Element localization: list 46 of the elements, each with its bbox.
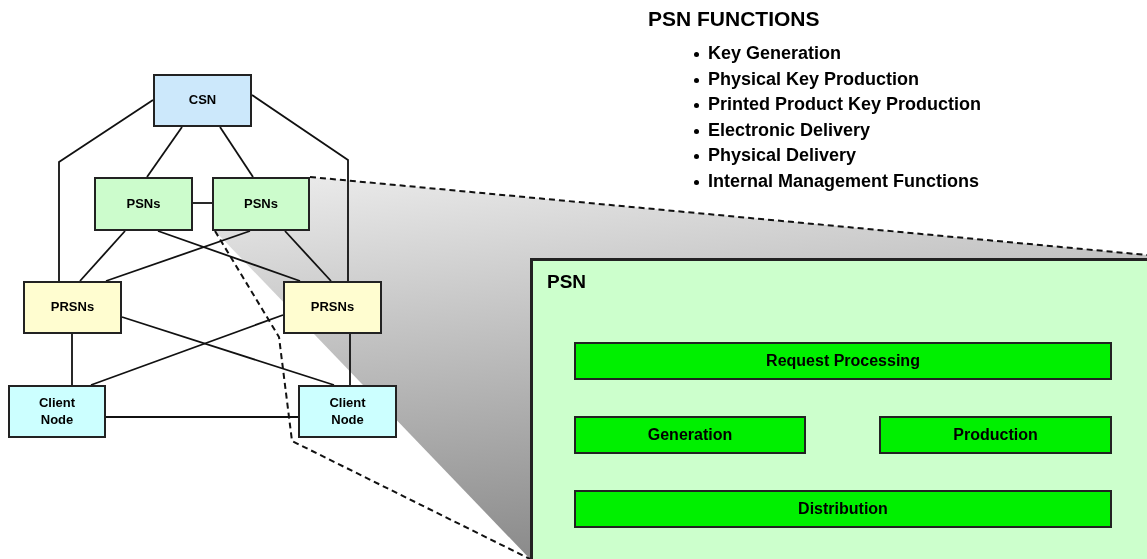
- connector-line: [105, 230, 251, 282]
- function-bar: [574, 342, 1112, 380]
- connector-line: [146, 126, 183, 178]
- node-box: [153, 74, 252, 127]
- connector-line: [121, 316, 335, 386]
- list-item: Physical Delivery: [708, 145, 857, 166]
- node-label: CSN: [188, 92, 217, 109]
- connector-line: [157, 230, 301, 282]
- panel: [530, 258, 1147, 559]
- connector-line: [349, 333, 351, 386]
- connector-line: [284, 230, 332, 282]
- node-label: Request Processing: [766, 351, 920, 371]
- connector-line: [79, 230, 126, 282]
- node-label: Production: [953, 425, 1038, 445]
- list-heading: PSN FUNCTIONS: [648, 7, 820, 31]
- node-box: [23, 281, 122, 334]
- list-item: Key Generation: [708, 43, 842, 64]
- function-bar: [574, 490, 1112, 528]
- node-label: PSNs: [244, 195, 278, 213]
- panel-heading: PSN: [547, 271, 587, 293]
- function-bar: [879, 416, 1112, 454]
- connector-line: [71, 333, 73, 386]
- node-label: PRSNs: [310, 299, 355, 316]
- node-box: [283, 281, 382, 334]
- node-box: [8, 385, 106, 438]
- connector-line: [90, 314, 284, 386]
- connector-line: [219, 126, 254, 178]
- node-label: Generation: [647, 425, 733, 445]
- node-label: Client Node: [328, 395, 367, 428]
- dashed-connector-line: [214, 230, 531, 559]
- list-item: Internal Management Functions: [708, 170, 980, 192]
- connector-line: [251, 94, 349, 282]
- list-item: Electronic Delivery: [708, 119, 871, 141]
- list-item: Physical Key Production: [708, 68, 920, 90]
- node-label: PRSNs: [50, 299, 95, 316]
- connector-line: [58, 99, 154, 282]
- function-bar: [574, 416, 806, 454]
- connector-line: [105, 416, 299, 418]
- node-box: [212, 177, 310, 231]
- node-label: Client Node: [37, 395, 77, 428]
- list-item: Printed Product Key Production: [708, 94, 982, 115]
- node-box: [298, 385, 397, 438]
- node-box: [94, 177, 193, 231]
- node-label: PSNs: [126, 195, 161, 213]
- node-label: Distribution: [798, 499, 888, 519]
- connector-line: [192, 202, 213, 204]
